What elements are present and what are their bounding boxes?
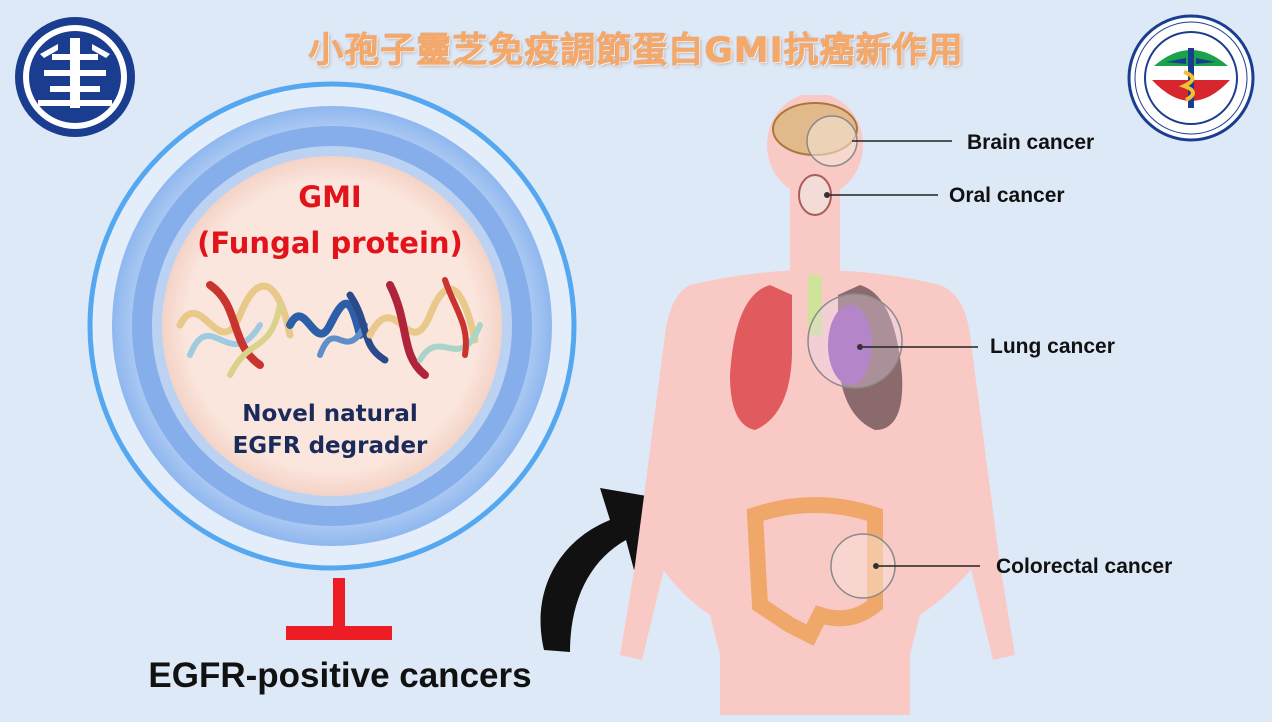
oral-cancer-label: Oral cancer [949, 184, 1065, 207]
university-logo-icon [15, 17, 135, 137]
institute-logo-icon [1127, 14, 1255, 142]
gmi-description: Novel natural EGFR degrader [180, 398, 480, 462]
inhibition-symbol-icon [286, 578, 392, 640]
human-body-icon [620, 95, 1015, 715]
description-line-2: EGFR degrader [232, 433, 428, 459]
colorectal-cancer-label: Colorectal cancer [996, 555, 1173, 578]
fungal-protein-label: (Fungal protein) [197, 226, 463, 260]
lung-cancer-label: Lung cancer [990, 335, 1115, 358]
brain-cancer-label: Brain cancer [967, 131, 1095, 154]
protein-structure-icon [176, 277, 483, 379]
page-title: 小孢子靈芝免疫調節蛋白GMI抗癌新作用 [308, 31, 964, 71]
egfr-positive-cancers-label: EGFR-positive cancers [148, 656, 532, 695]
curved-arrow-icon [540, 488, 670, 652]
gmi-label: GMI [298, 180, 362, 214]
description-line-1: Novel natural [242, 401, 418, 427]
